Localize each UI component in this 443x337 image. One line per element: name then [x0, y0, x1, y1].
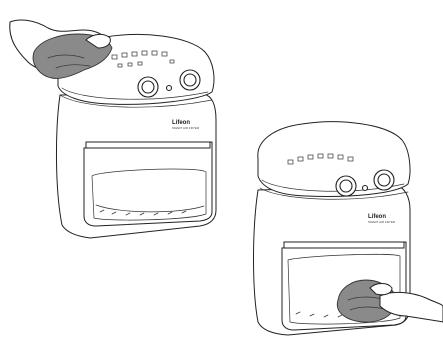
brand-sublabel-left: SMART AIR FRYER [172, 126, 200, 130]
air-fryer-left: Lifeon SMART AIR FRYER [10, 20, 216, 238]
brand-sublabel-right: SMART AIR FRYER [368, 220, 396, 224]
air-fryer-right: Lifeon SMART AIR FRYER [254, 122, 443, 335]
basket-window-left [84, 142, 212, 226]
button-right [363, 186, 368, 191]
button-left [167, 86, 172, 91]
